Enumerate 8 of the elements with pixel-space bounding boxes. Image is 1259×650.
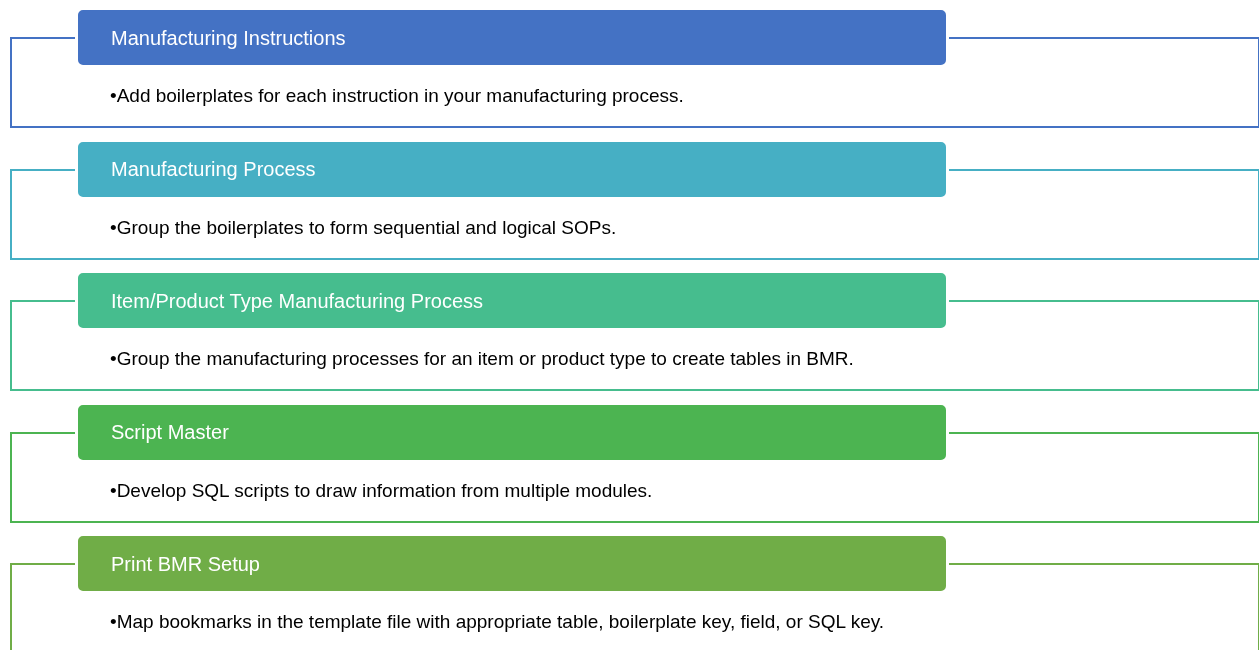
bullet-text: •Add boilerplates for each instruction in your manufacturing process.	[110, 84, 684, 108]
section-header: Print BMR Setup	[75, 533, 949, 594]
bullet-text: •Map bookmarks in the template file with appropriate table, boilerplate key, field, or SQL key.	[110, 610, 885, 634]
bullet-text: •Group the manufacturing processes for an item or product type to create tables in BMR.	[110, 347, 854, 371]
section-header: Item/Product Type Manufacturing Process	[75, 270, 949, 331]
bullet-text: •Develop SQL scripts to draw information from multiple modules.	[110, 478, 653, 503]
bullet-text: •Group the boilerplates to form sequential and logical SOPs.	[110, 215, 617, 240]
section-header: Manufacturing Instructions	[75, 7, 949, 68]
